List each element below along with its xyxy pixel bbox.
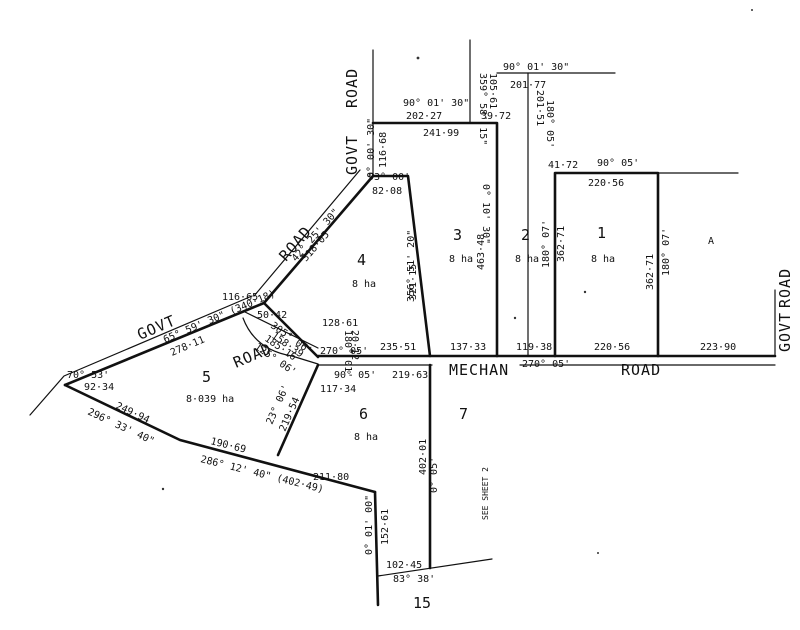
dim-label: 137·33	[450, 342, 486, 353]
boundary-road-diagonal	[262, 174, 375, 305]
dim-label: 270° 05'	[320, 346, 368, 357]
road-labels: ROAD GOVT ROAD GOVT ROAD MECHAN ROAD ROA…	[135, 68, 794, 379]
boundary-lot5-south	[63, 383, 377, 494]
dim-label: 50·42	[257, 310, 287, 321]
dim-label: 235·51	[380, 342, 416, 353]
govt-road-right-govt: GOVT	[776, 312, 794, 352]
dim-label: 90° 01' 30"	[503, 62, 569, 73]
lot-7-number: 7	[459, 405, 468, 423]
lot-6-number: 6	[359, 405, 368, 423]
dim-label: 92·34	[84, 382, 114, 393]
dim-label: 0° 05'	[429, 457, 440, 493]
dim-label: 90° 05'	[597, 158, 639, 169]
boundary-lot4-south	[262, 301, 320, 359]
scan-speck	[597, 552, 599, 554]
scan-speck	[583, 290, 587, 294]
dim-label: 180° 07'	[661, 228, 672, 276]
boundary-lot1	[553, 171, 660, 358]
dim-label: 82·08	[372, 186, 402, 197]
parcel-boundaries	[29, 39, 777, 607]
dim-label: 362·71	[556, 226, 567, 262]
scan-speck	[751, 9, 753, 11]
lot-3-area: 8 ha	[449, 254, 473, 265]
dim-label: 362·71	[645, 254, 656, 290]
dim-label: 90° 05'	[334, 370, 376, 381]
dim-label: 128·61	[322, 318, 358, 329]
dim-label: 102·45	[386, 560, 422, 571]
mechan-road-label: ROAD	[621, 361, 661, 379]
lot-6-area: 8 ha	[354, 432, 378, 443]
dim-label: 105·61	[487, 73, 498, 109]
lot-5-number: 5	[202, 368, 211, 386]
dim-label: 41·72	[548, 160, 578, 171]
dim-label: 70° 53'	[67, 370, 109, 381]
dim-label: 116·65	[222, 292, 258, 303]
scan-marks	[161, 9, 753, 554]
scan-speck	[416, 56, 420, 60]
dim-label: 321·15	[408, 264, 419, 300]
dim-label: 201·51	[534, 90, 545, 126]
scan-speck	[513, 316, 517, 320]
govt-road-top-govt: GOVT	[343, 135, 361, 175]
boundary-lot6-west	[373, 490, 380, 607]
dim-label: 93° 00'	[368, 172, 410, 183]
dim-label: 202·27	[406, 111, 442, 122]
dim-label: 152·61	[380, 509, 391, 545]
govt-road-top-road: ROAD	[343, 68, 361, 108]
lot-2-number: 2	[521, 226, 530, 244]
dim-label: 356° 51' 20"	[406, 230, 417, 302]
lot-5-area: 8·039 ha	[186, 394, 234, 405]
lot-4-number: 4	[357, 251, 366, 269]
govt-road-right-road: ROAD	[776, 268, 794, 308]
dim-label: 0° 10' 30"	[480, 184, 491, 244]
mechan-road-name: MECHAN	[449, 361, 509, 379]
lot-15-number: 15	[413, 594, 431, 612]
dim-label: 0° 00' 30"	[366, 118, 377, 178]
dim-label: 463·48	[476, 234, 487, 270]
dim-label: 359° 58' 15"	[477, 73, 488, 145]
letter-a-note: A	[708, 236, 714, 247]
boundary-lot3-top	[371, 121, 499, 358]
dim-label: 180° 07'	[541, 220, 552, 268]
dim-label: 119·38	[516, 342, 552, 353]
dim-label: 223·90	[700, 342, 736, 353]
road-inner-upper	[244, 311, 319, 349]
boundary-lot4-top	[371, 174, 432, 358]
boundary-govt-road-left-outer	[29, 295, 253, 416]
dim-label: 402·01	[418, 439, 429, 475]
lot-4-area: 8 ha	[352, 279, 376, 290]
dim-label: 83° 38'	[393, 574, 435, 585]
dim-label: 116·68	[378, 132, 389, 168]
dim-label: 180° 05'	[544, 100, 555, 148]
dim-label: 39·72	[481, 111, 511, 122]
lot-2-area: 8 ha	[515, 254, 539, 265]
lot-1-area: 8 ha	[591, 254, 615, 265]
lot-3-number: 3	[453, 226, 462, 244]
dim-label: 219·63	[392, 370, 428, 381]
dim-label: 180° 01'	[342, 330, 353, 378]
dim-label: 241·99	[423, 128, 459, 139]
road-diagonal-outer	[253, 169, 361, 297]
dim-label: 0° 01' 00"	[364, 495, 375, 555]
dim-label: 20·12	[349, 330, 360, 360]
plan-notes: SEE SHEET 2 A	[481, 236, 714, 520]
dim-label: 270° 05'	[522, 359, 570, 370]
see-sheet-note: SEE SHEET 2	[481, 467, 490, 520]
boundary-lot5-east	[276, 363, 320, 457]
lot-labels: 1 8 ha 2 8 ha 3 8 ha 4 8 ha 5 8·039 ha 6…	[186, 224, 615, 612]
dim-label: 211·80	[313, 472, 349, 483]
road-inner-curve	[242, 317, 319, 365]
boundary-lot15-top	[377, 558, 493, 577]
dim-label: 220·56	[588, 178, 624, 189]
dim-label: 201·77	[510, 80, 546, 91]
dim-label: 220·56	[594, 342, 630, 353]
lot-1-number: 1	[597, 224, 606, 242]
dim-label: 90° 01' 30"	[403, 98, 469, 109]
dim-label: 117·34	[320, 384, 356, 395]
scan-speck	[161, 487, 165, 491]
boundary-govt-road-left	[63, 301, 266, 387]
